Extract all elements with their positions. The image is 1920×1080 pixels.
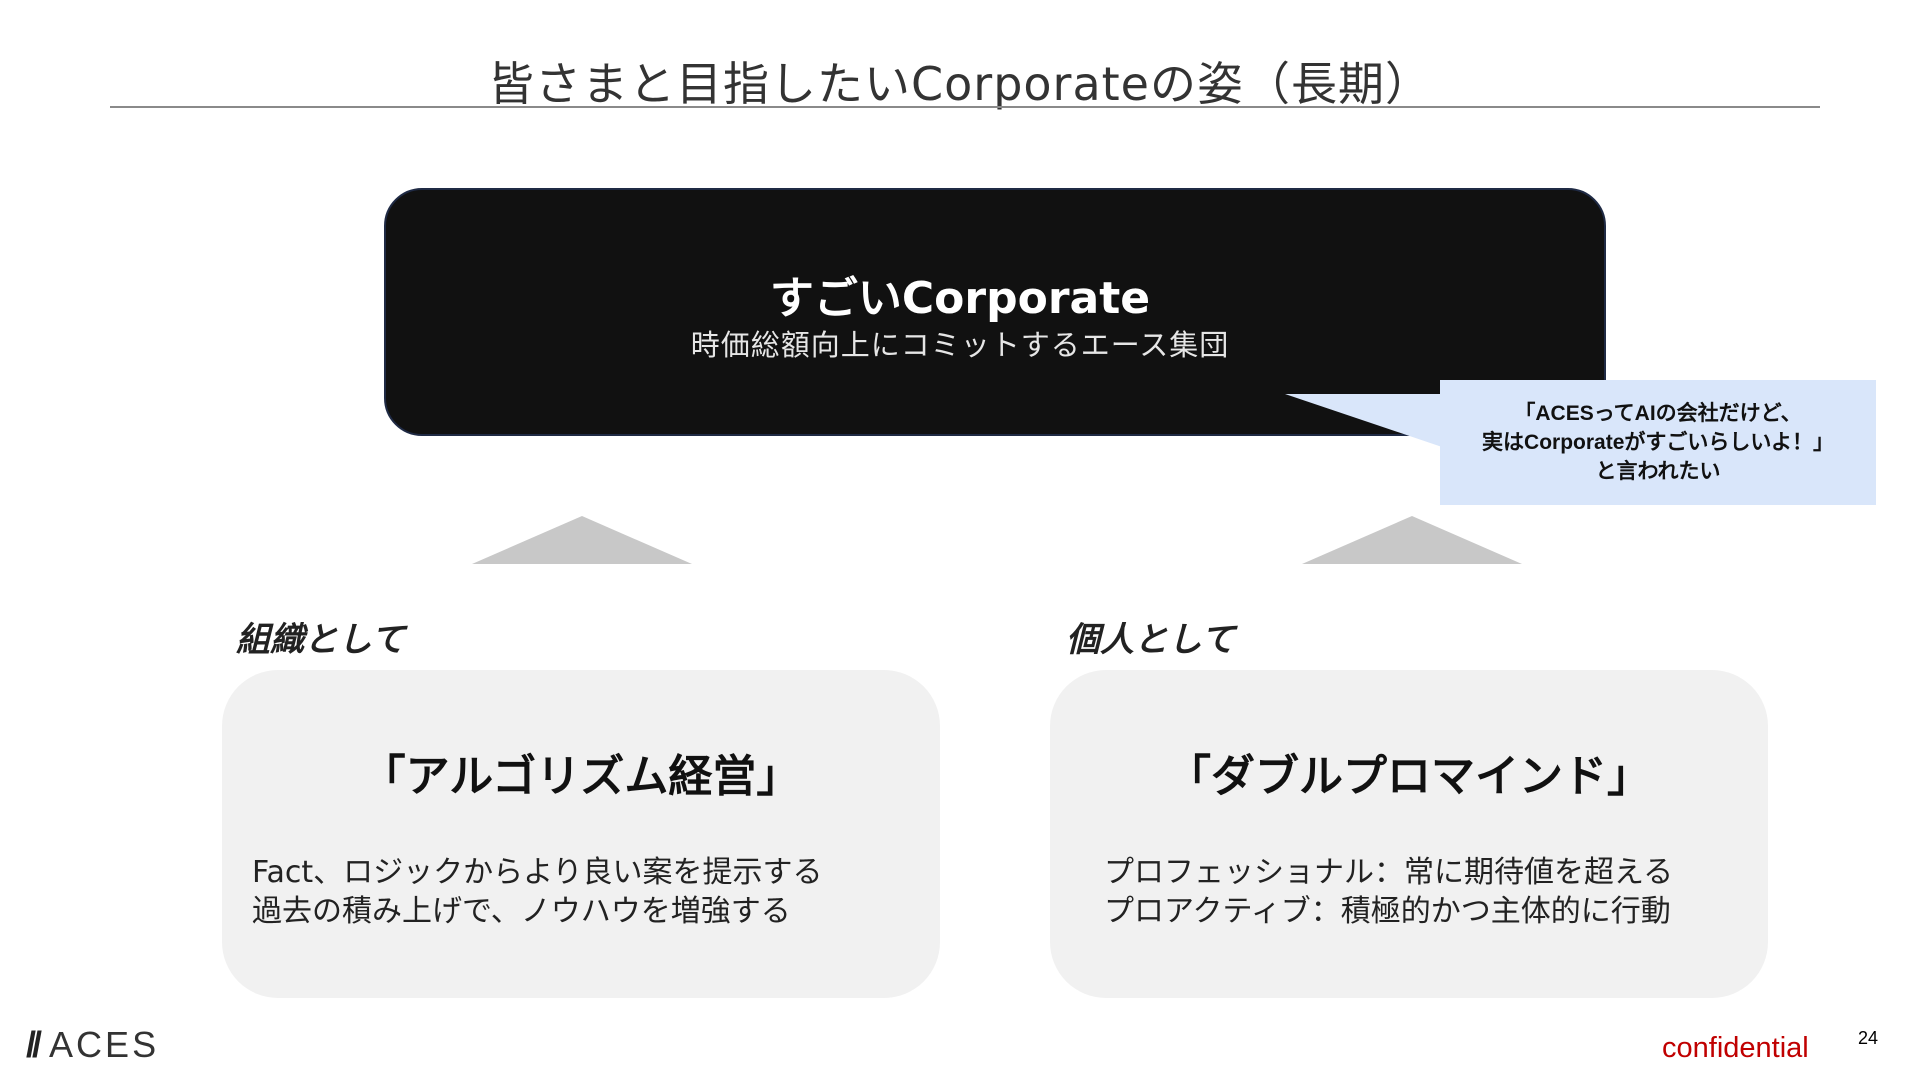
card-body-line: プロフェッショナル：常に期待値を超える	[1104, 855, 1674, 890]
up-arrow-triangle-icon	[472, 516, 692, 564]
confidential-label: confidential	[1662, 1032, 1809, 1064]
card-body-individual: プロフェッショナル：常に期待値を超える プロアクティブ：積極的かつ主体的に行動	[1104, 853, 1673, 931]
hero-subtitle: 時価総額向上にコミットするエース集団	[690, 328, 1230, 362]
callout-line-3: と言われたい	[1595, 460, 1721, 483]
section-label-organization: 組織として	[236, 620, 405, 660]
callout-line-2: 実はCorporateがすごいらしいよ！」	[1482, 431, 1834, 454]
up-arrow-triangle-icon	[1302, 516, 1522, 564]
card-title-organization: 「アルゴリズム経営」	[361, 751, 801, 802]
callout-line-1: 「ACESってAIの会社だけど、	[1514, 402, 1802, 425]
card-individual	[1050, 670, 1768, 998]
section-label-individual: 個人として	[1066, 620, 1235, 660]
speech-callout: 「ACESってAIの会社だけど、 実はCorporateがすごいらしいよ！」 と…	[1440, 380, 1876, 505]
logo-text: ACES	[49, 1024, 160, 1065]
card-body-organization: Fact、ロジックからより良い案を提示する 過去の積み上げで、ノウハウを増強する	[252, 853, 823, 931]
speech-bubble-tail-icon	[1285, 394, 1445, 448]
title-divider	[110, 106, 1820, 108]
aces-logo: // ACES	[26, 1024, 159, 1066]
slide-title: 皆さまと目指したいCorporateの姿（長期）	[488, 57, 1432, 111]
card-body-line: プロアクティブ：積極的かつ主体的に行動	[1104, 894, 1671, 929]
logo-mark: /	[26, 1024, 36, 1065]
card-title-individual: 「ダブルプロマインド」	[1167, 751, 1651, 802]
card-body-line: Fact、ロジックからより良い案を提示する	[252, 855, 823, 890]
card-body-line: 過去の積み上げで、ノウハウを増強する	[252, 894, 791, 929]
card-organization	[222, 670, 940, 998]
hero-title: すごいCorporate	[769, 273, 1151, 324]
logo-mark: /	[32, 1024, 42, 1065]
page-number: 24	[1858, 1028, 1879, 1048]
